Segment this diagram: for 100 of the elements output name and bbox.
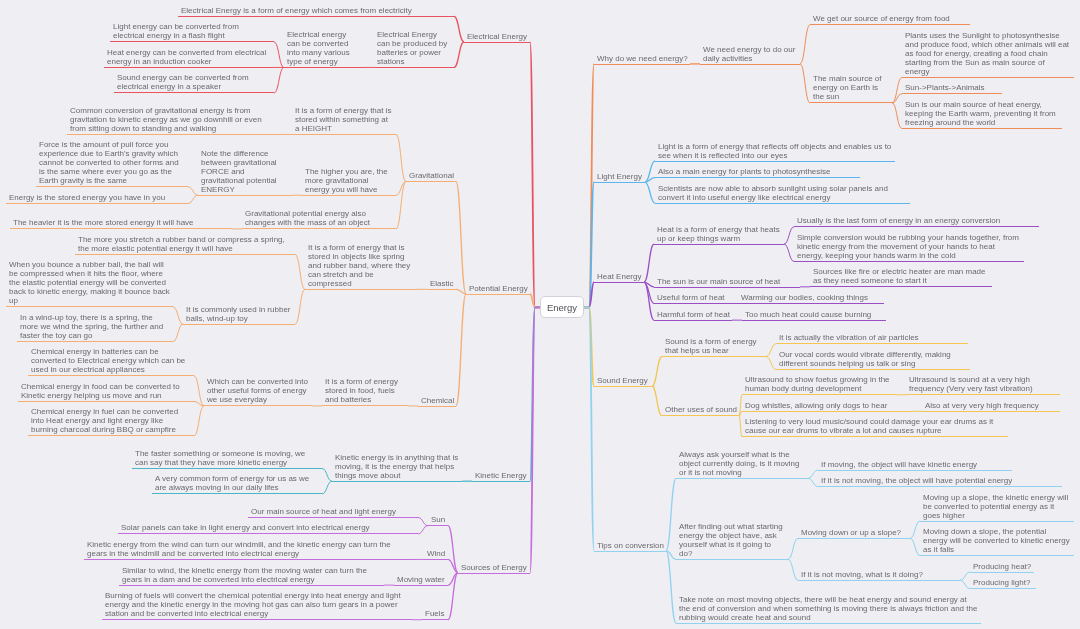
branch-line: [644, 176, 656, 183]
branch-line: [787, 537, 799, 560]
branch-line: [187, 186, 199, 196]
subtopic-note: It is commonly used in rubber balls, wind-up toy: [183, 304, 295, 325]
subtopic-note: Similar to wind, the kinetic energy from the moving water can turn the gears in a dam and be converted into electrical energy: [119, 565, 384, 586]
branch-topic: Light Energy: [594, 171, 645, 183]
branch-line: [447, 558, 459, 574]
subtopic-note: Moving down or up a slope?: [798, 527, 910, 539]
branch-topic: Electrical Energy: [464, 31, 530, 43]
subtopic-note: The main source of energy on Earth is the sun: [810, 74, 892, 104]
branch-line: [413, 558, 425, 560]
subtopic-note: Also at very very high frequency: [922, 400, 1060, 412]
branch-line: [738, 394, 743, 417]
subtopic-note: A very common form of energy for us as we are always moving in our daily lifes: [152, 474, 322, 495]
branch-line: [651, 385, 663, 417]
branch-line: [891, 93, 903, 104]
branch-line: [583, 306, 595, 552]
subtopic-note: Light is a form of energy that reflects off objects and enables us to see when it is reflected into our eyes: [655, 141, 895, 162]
subtopic-note: Always ask yourself what is the object currently doing, is it moving or it is not moving: [676, 449, 808, 479]
branch-line: [909, 520, 921, 539]
subtopic-note: Electrical energy can be converted into many various type of energy: [284, 29, 364, 68]
branch-line: [311, 405, 323, 407]
branch-line: [407, 405, 419, 407]
subtopic-note: Chemical energy in fuel can be converted into Heat energy and light energy like burning charcoal during BBQ or campfire: [28, 407, 194, 437]
branch-line: [738, 415, 743, 438]
branch-line: [395, 181, 407, 196]
subtopic-note: Useful form of heat: [654, 293, 728, 305]
branch-line: [273, 41, 285, 68]
branch-line: [294, 288, 306, 325]
branch-line: [807, 477, 819, 488]
subtopic-note: Too much heat could cause burning: [742, 309, 886, 321]
branch-line: [727, 303, 739, 304]
subtopic-note: Sound energy can be converted from electrical energy in a speaker: [114, 73, 274, 94]
branch-line: [911, 410, 923, 412]
branch-line: [417, 525, 429, 535]
branch-line: [417, 516, 429, 527]
subtopic-note: Sun is our main source of heat energy, keeping the Earth warm, preventing it from freezing around the world: [902, 99, 1062, 129]
subtopic-note: Heat energy can be converted from electrical energy in an induction cooker: [104, 47, 274, 68]
central-topic: Energy: [540, 296, 584, 319]
subtopic-note: Common conversion of gravitational energy is from gravitation to kinetic energy as we go downhill or even from sitting down to standing and walking: [67, 105, 282, 135]
branch-line: [783, 226, 795, 245]
subtopic-note: Electrical Energy can be produced by batteries or power stations: [374, 30, 454, 69]
subtopic-note: Plants uses the Sunlight to photosynthesise and produce food, which other animals will eat as food for energy, creating a food chain starting from the Sun as main source of energy: [902, 30, 1074, 78]
subtopic-note: Sun->Plants->Animals: [902, 83, 1002, 95]
branch-line: [738, 410, 743, 417]
branch-line: [665, 550, 677, 560]
branch-line: [959, 571, 971, 581]
subtopic-note: Which can be converted into other useful forms of energy we use everyday: [204, 377, 312, 407]
branch-line: [799, 63, 811, 104]
subtopic-note: Force is the amount of pull force you experience due to Earth's gravity which cannot be converted to other forms and is the same where ever you go as the Earth gravity is the same: [36, 140, 188, 188]
subtopic-note: Ultrasound to show foetus growing in the human body during development: [742, 375, 896, 396]
branch-line: [765, 356, 777, 370]
branch-line: [447, 572, 459, 586]
branch-line: [411, 619, 423, 621]
subtopic-note: Wind: [424, 549, 448, 561]
subtopic-note: If moving, the object will have kinetic energy: [818, 459, 1012, 471]
subtopic-note: In a wind-up toy, there is a spring, the more we wind the spring, the further and faster the toy can go: [17, 312, 173, 342]
subtopic-note: Moving down a slope, the potential energy will be converted to kinetic energy as it falls: [920, 527, 1074, 557]
branch-line: [321, 467, 333, 482]
branch-line: [644, 181, 656, 204]
branch-line: [273, 66, 285, 94]
subtopic-note: Also a main energy for plants to photosynthesise: [655, 167, 860, 179]
subtopic-note: Chemical energy in batteries can be converted to Electrical energy which can be used in our electrical appliances: [28, 347, 194, 377]
branch-line: [643, 281, 655, 321]
subtopic-note: Warming our bodies, cooking things: [738, 293, 884, 304]
subtopic-note: The faster something or someone is moving, we can say that they have more kinetic energy: [132, 448, 322, 469]
subtopic-note: Harmful form of heat: [654, 309, 732, 321]
branch-line: [455, 293, 467, 407]
subtopic-note: Other uses of sound: [662, 405, 739, 417]
branch-line: [363, 66, 375, 68]
subtopic-note: Energy is the stored energy you have in you: [6, 192, 188, 204]
branch-line: [321, 480, 333, 495]
branch-line: [529, 306, 541, 574]
branch-line: [665, 477, 677, 552]
subtopic-note: Kinetic energy is in anything that is moving, it is the energy that helps things move about: [332, 452, 462, 482]
subtopic-note: It is a form of energy that is stored in objects like spring and rubber band, where they can stretch and be compressed: [305, 242, 417, 290]
branch-line: [172, 323, 184, 342]
branch-line: [765, 343, 777, 358]
branch-line: [895, 394, 907, 396]
branch-line: [783, 243, 795, 262]
branch-line: [447, 572, 459, 621]
branch-line: [193, 405, 205, 437]
branch-line: [643, 243, 655, 283]
subtopic-note: It is a form of energy that is stored within something at a HEIGHT: [292, 105, 396, 135]
branch-line: [193, 375, 205, 407]
subtopic-note: If it is not moving, the object will have potential energy: [818, 476, 1062, 488]
subtopic-note: Burning of fuels will convert the chemical potential energy into heat energy and light energy and the kinetic energy in the moving hot gas can also turn gears in a power station and be converted into electrical energy: [102, 591, 412, 621]
subtopic-note: Gravitational: [406, 171, 456, 183]
branch-line: [447, 525, 459, 574]
branch-topic: Heat Energy: [594, 272, 644, 284]
branch-topic: Sources of Energy: [458, 562, 530, 574]
subtopic-note: If it is not moving, what is it doing?: [798, 569, 960, 581]
subtopic-note: Ultrasound is sound at a very high frequency (Very very fast vibration): [906, 375, 1060, 396]
branch-line: [294, 253, 306, 290]
branch-line: [281, 133, 293, 135]
subtopic-note: It is actually the vibration of air particles: [776, 333, 968, 345]
subtopic-note: Sun: [428, 515, 448, 527]
branch-line: [665, 550, 677, 624]
subtopic-note: We get our source of energy from food: [810, 14, 970, 26]
subtopic-note: After finding out what starting energy the object have, ask yourself what is it going to do?: [676, 521, 788, 560]
